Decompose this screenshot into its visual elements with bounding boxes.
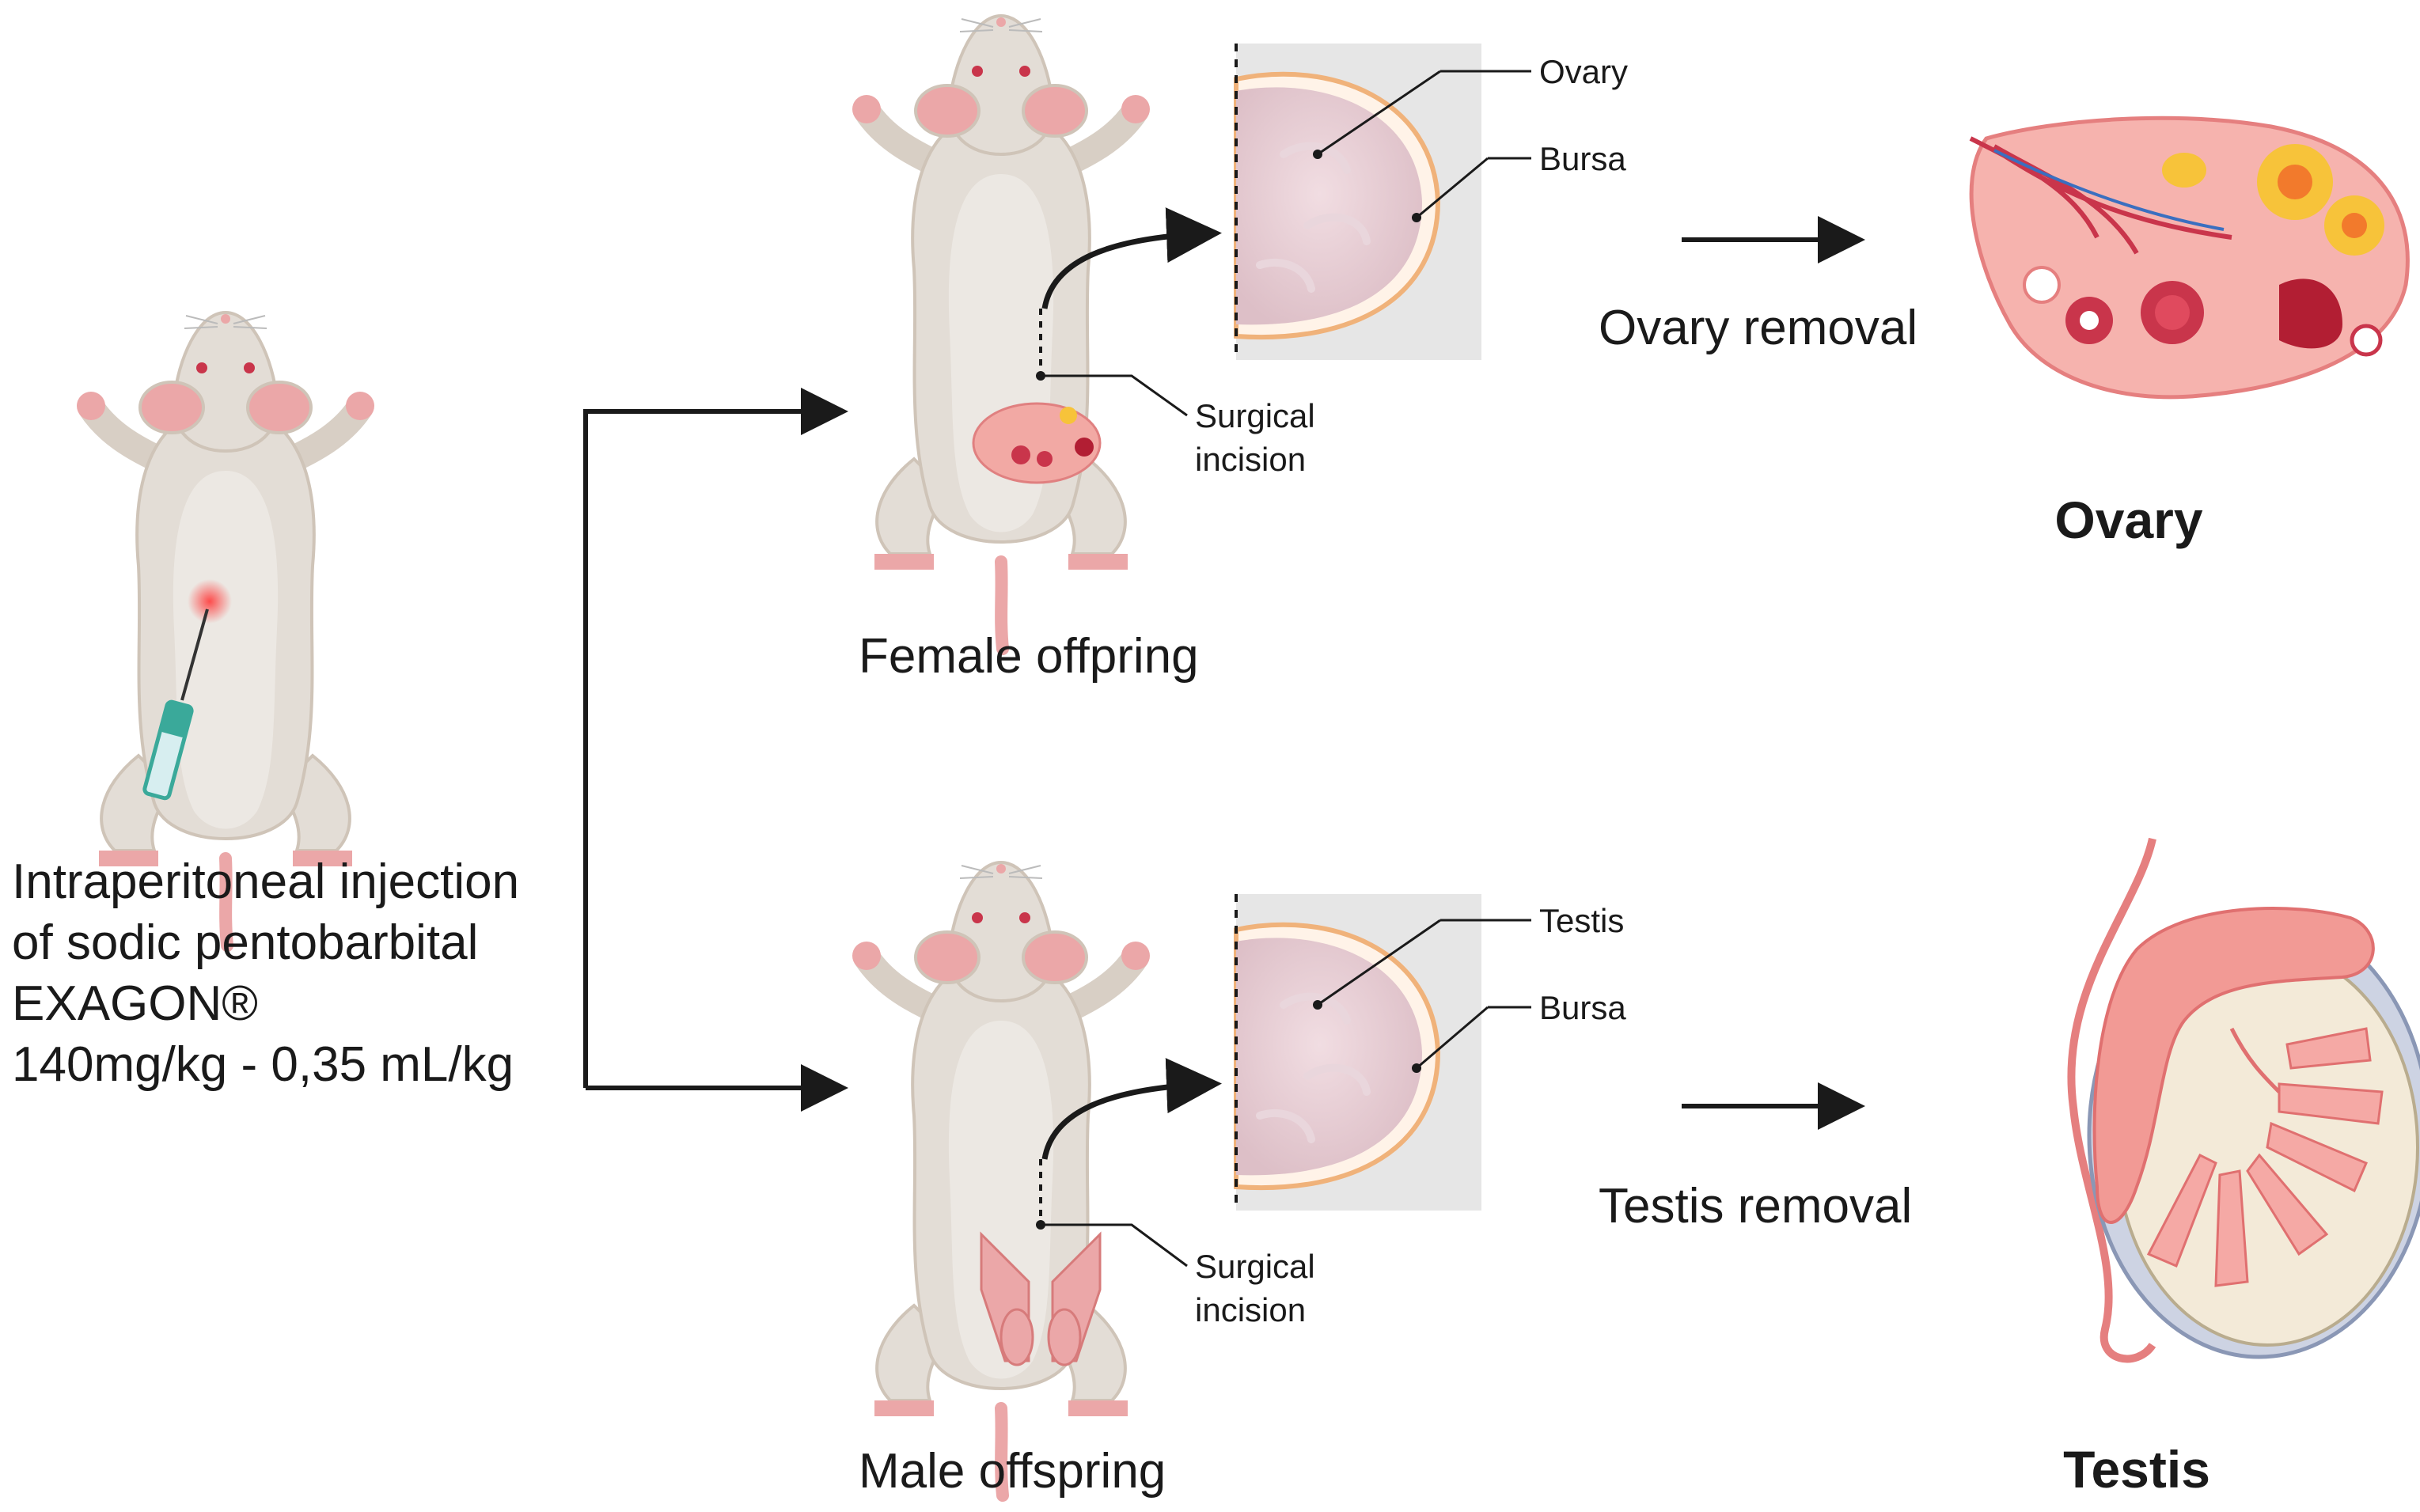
incision-leader-female [1041,374,1188,417]
zoom-panel-male: Testis Bursa [1236,894,1626,1211]
injection-line-2: of sodic pentobarbital [12,915,478,970]
injection-site-marker [188,579,232,623]
incision-label-female-2: incision [1195,441,1306,478]
zoom-label-testis: Testis [1539,902,1624,939]
incision-label-male-1: Surgical [1195,1248,1315,1285]
injection-line-3: EXAGON® [12,976,258,1031]
incision-label-male-2: incision [1195,1291,1306,1328]
ovary-illustration [1969,116,2410,400]
step-label-testis-removal: Testis removal [1599,1179,1912,1233]
branch-arrow-female [583,388,848,1088]
zoom-arrow-female [1041,207,1222,309]
organ-title-testis: Testis [2063,1440,2210,1499]
injection-text: Intraperitoneal injection of sodic pento… [12,855,519,1092]
zoom-panel-female: Ovary Bursa [1236,44,1628,360]
mouse-testis-icon [980,1231,1102,1366]
mouse-ovary-icon [972,402,1102,484]
zoom-arrow-male [1041,1058,1222,1160]
zoom-label-bursa-female: Bursa [1539,140,1626,177]
injection-line-4: 140mg/kg - 0,35 mL/kg [12,1037,514,1092]
caption-male-offspring: Male offspring [859,1444,1166,1499]
branch-arrows [583,388,848,1112]
ovary-follicle-5 [2023,266,2061,304]
testis-illustration [2067,837,2420,1363]
female-mouse [852,16,1150,649]
organ-title-ovary: Ovary [2054,491,2202,549]
zoom-label-bursa-male: Bursa [1539,989,1626,1026]
syringe-icon [142,608,209,801]
caption-female-offspring: Female offpring [859,629,1199,684]
incision-label-female-1: Surgical [1195,397,1315,434]
incision-leader-male [1041,1223,1188,1268]
step-label-ovary-removal: Ovary removal [1599,301,1917,355]
zoom-label-ovary: Ovary [1539,53,1628,90]
injection-line-1: Intraperitoneal injection [12,855,519,909]
injected-mouse [77,313,374,945]
male-mouse [852,862,1150,1495]
